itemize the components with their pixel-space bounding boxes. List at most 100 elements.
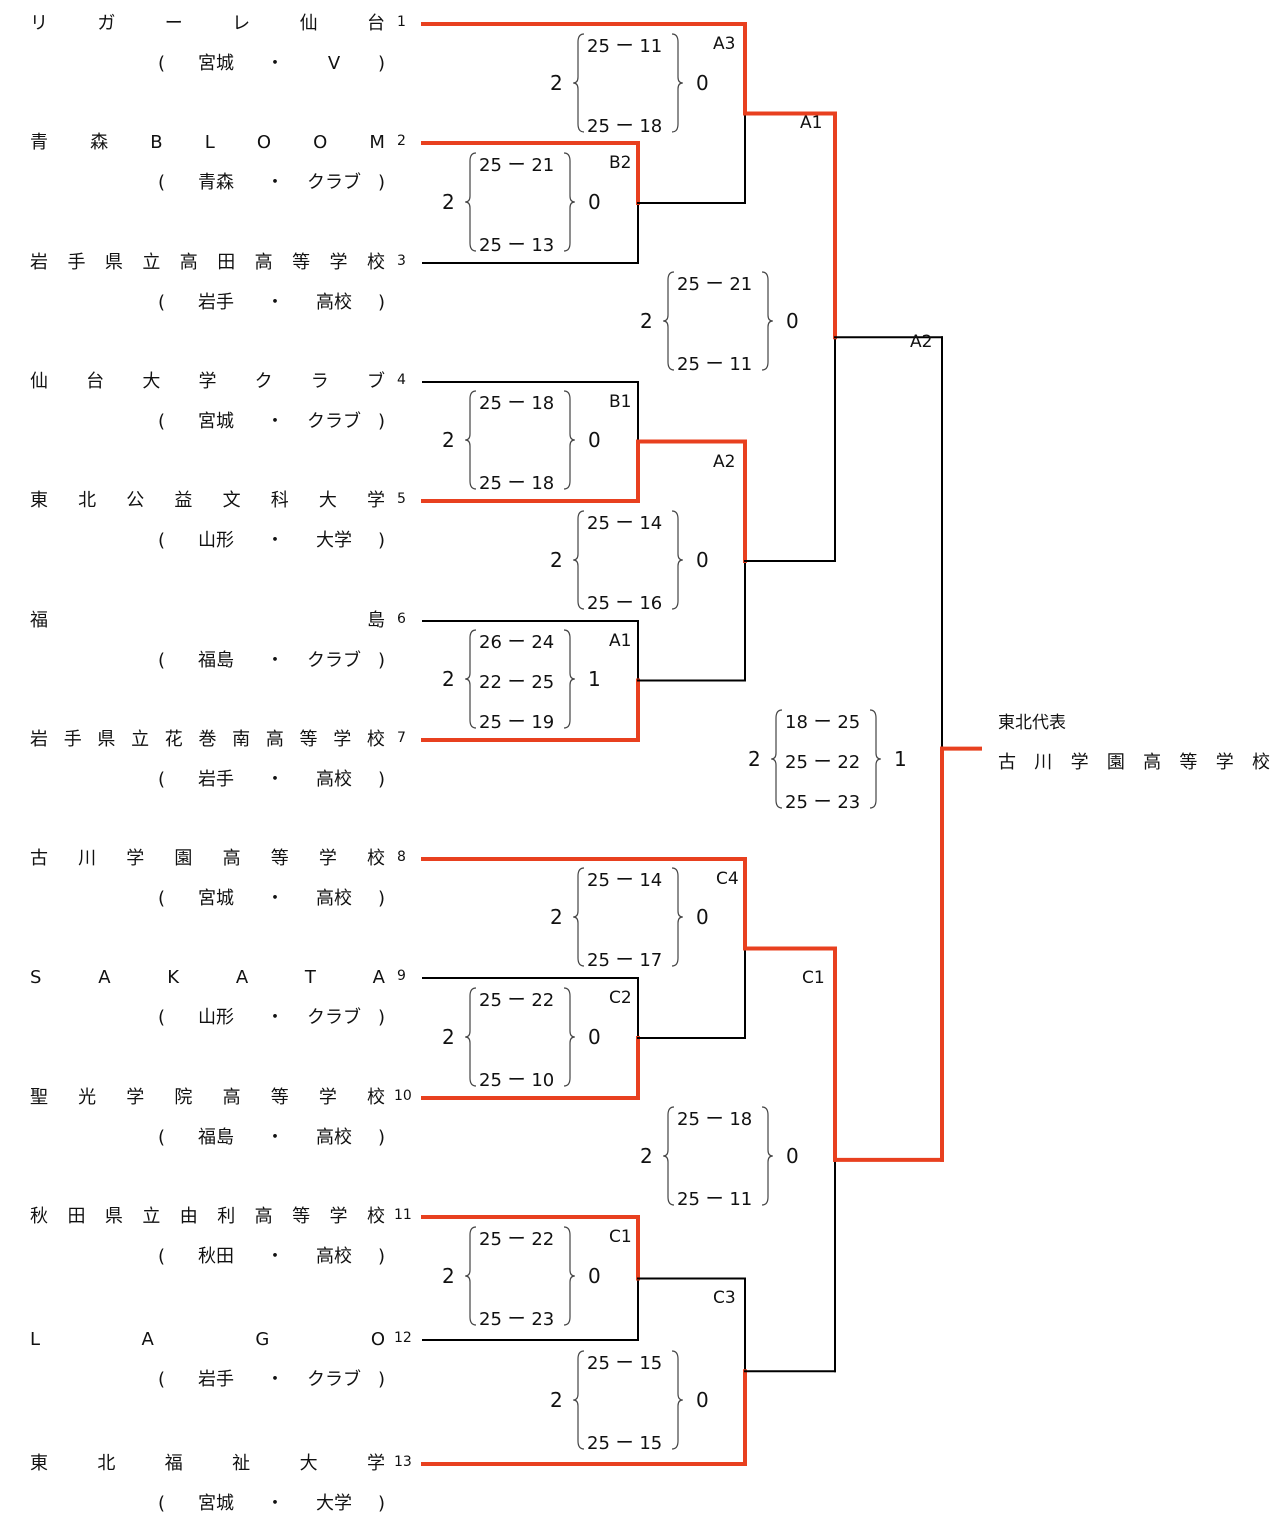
set-score: 25 ー 14 — [587, 513, 663, 534]
team-name-char: 青 — [30, 132, 48, 153]
set-score: 25 ー 23 — [479, 1309, 555, 1330]
category: クラブ — [307, 411, 361, 432]
team-name-char: 岩 — [30, 252, 48, 273]
champion-name-char: 学 — [1070, 752, 1089, 773]
team-name-char: A — [141, 1329, 154, 1350]
team-name: 岩手県立花巻南高等学校 — [30, 728, 385, 752]
team-name-char: K — [167, 967, 180, 988]
team-name-char: 高 — [222, 848, 241, 869]
m_a2r2-brace-left — [573, 510, 585, 610]
sets-won-left: 2 — [550, 1388, 563, 1412]
team-affiliation: (山形・クラブ) — [158, 1006, 385, 1030]
team-name-char: 森 — [90, 132, 109, 153]
team-name-char: 大 — [299, 1453, 318, 1474]
court-label: A1 — [609, 631, 632, 651]
category: 大学 — [316, 1493, 352, 1514]
seed-number: 11 — [394, 1207, 412, 1223]
set-score: 25 ー 21 — [677, 274, 753, 295]
court-label: C4 — [716, 869, 739, 889]
team-name-char: T — [304, 967, 316, 988]
set-score: 25 ー 18 — [587, 116, 663, 137]
set-score: 22 ー 25 — [479, 672, 555, 693]
paren-close: ) — [377, 888, 385, 909]
team-name-char: 高 — [222, 1087, 241, 1108]
paren-close: ) — [377, 1127, 385, 1148]
paren-close: ) — [377, 292, 385, 313]
category: クラブ — [307, 650, 361, 671]
seed-number: 7 — [397, 730, 406, 746]
sets-won-left: 2 — [640, 309, 653, 333]
set-score: 25 ー 10 — [479, 1070, 555, 1091]
m_b2-brace-left — [465, 152, 477, 252]
champion-name-char: 学 — [1215, 752, 1234, 773]
category: 高校 — [316, 1127, 352, 1148]
paren-open: ( — [158, 650, 166, 671]
team-affiliation: (福島・クラブ) — [158, 649, 385, 673]
set-score: 25 ー 18 — [479, 473, 555, 494]
paren-open: ( — [158, 1127, 166, 1148]
set-score: 25 ー 18 — [479, 393, 555, 414]
separator-dot: ・ — [266, 530, 284, 551]
sets-won-left: 2 — [640, 1144, 653, 1168]
team-name-char: 聖 — [30, 1087, 48, 1108]
paren-close: ) — [377, 530, 385, 551]
sets-won-right: 0 — [588, 1025, 601, 1049]
team-name-char: 高 — [265, 729, 284, 750]
team-name-char: A — [372, 967, 385, 988]
team-name-char: 高 — [254, 1206, 273, 1227]
team-name-char: M — [369, 132, 385, 153]
team-name: 東北公益文科大学 — [30, 489, 385, 513]
separator-dot: ・ — [266, 650, 284, 671]
paren-open: ( — [158, 292, 166, 313]
seed-number: 4 — [397, 372, 406, 388]
team-name-char: 仙 — [299, 13, 318, 34]
prefecture: 福島 — [198, 1127, 234, 1148]
paren-open: ( — [158, 530, 166, 551]
m_a3-brace-left — [573, 33, 585, 133]
m_a1r1-brace-left — [465, 629, 477, 729]
team-affiliation: (宮城・高校) — [158, 887, 385, 911]
seed-number: 8 — [397, 849, 406, 865]
team-name-char: 北 — [78, 490, 97, 511]
team-name-char: 校 — [366, 848, 385, 869]
team-name-char: O — [256, 132, 271, 153]
seed-number: 10 — [394, 1088, 412, 1104]
sets-won-left: 2 — [442, 190, 455, 214]
m_c4-brace-left — [573, 867, 585, 967]
prefecture: 宮城 — [198, 53, 234, 74]
team-name-char: A — [235, 967, 249, 988]
team-name-char: 県 — [104, 1206, 123, 1227]
team-name-char: ガ — [97, 13, 116, 34]
team-name: 古川学園高等学校 — [30, 847, 385, 871]
team-affiliation: (宮城・大学) — [158, 1492, 385, 1516]
team-name-char: 学 — [318, 848, 337, 869]
team-name-char: 大 — [318, 490, 337, 511]
set-score: 26 ー 24 — [479, 632, 555, 653]
team-affiliation: (福島・高校) — [158, 1126, 385, 1150]
team-name-char: 田 — [67, 1206, 86, 1227]
team-affiliation: (秋田・高校) — [158, 1245, 385, 1269]
team-name-char: 古 — [30, 848, 48, 869]
team-name-char: 校 — [366, 1087, 385, 1108]
separator-dot: ・ — [266, 411, 284, 432]
team-name: 福島 — [30, 609, 385, 633]
champion-label: 東北代表 — [998, 713, 1066, 733]
paren-open: ( — [158, 769, 166, 790]
m_c2-brace-right — [563, 987, 575, 1087]
champion-name-char: 高 — [1143, 752, 1162, 773]
separator-dot: ・ — [266, 1493, 284, 1514]
team-name-char: A — [98, 967, 111, 988]
team-name-char: 花 — [164, 729, 183, 750]
m_a1r1-brace-right — [563, 629, 575, 729]
team-affiliation: (岩手・高校) — [158, 291, 385, 315]
m_a2r2-brace-right — [671, 510, 683, 610]
champion-name: 古川学園高等学校 — [998, 748, 1270, 774]
sets-won-left: 2 — [442, 667, 455, 691]
team-name-char: 大 — [142, 371, 161, 392]
team-name-char: 学 — [198, 371, 217, 392]
court-label: A1 — [800, 113, 823, 133]
team-name-char: 由 — [179, 1206, 198, 1227]
paren-open: ( — [158, 1007, 166, 1028]
team-name-char: 県 — [97, 729, 116, 750]
